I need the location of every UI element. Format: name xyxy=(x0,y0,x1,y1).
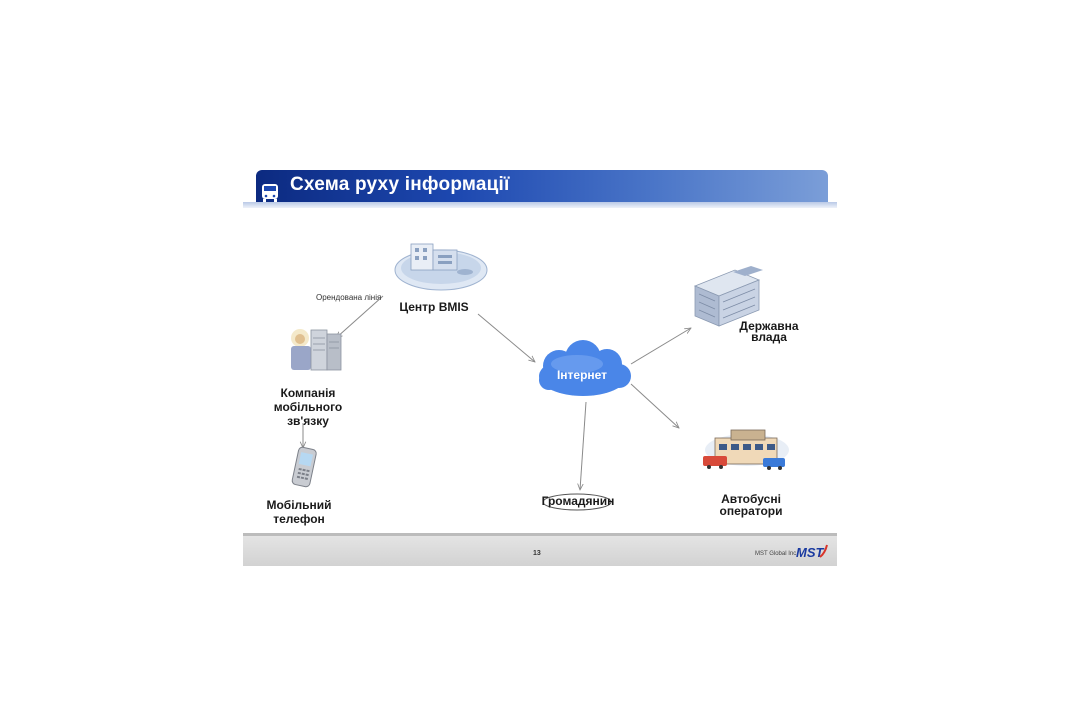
bus-icon xyxy=(262,184,278,202)
internet-label: Інтернет xyxy=(556,368,608,382)
title-underline xyxy=(243,202,837,208)
mst-logo: MST xyxy=(796,545,824,560)
bus-operators-label: Автобусні оператори xyxy=(719,492,783,518)
cloud-icon xyxy=(539,340,631,396)
server-building-icon xyxy=(394,243,488,291)
page-number: 13 xyxy=(533,550,541,557)
logo-swoosh-icon xyxy=(819,544,828,558)
office-worker-icon xyxy=(291,329,342,371)
company-name: MST Global Inc. xyxy=(755,551,798,557)
citizen-ellipse xyxy=(542,493,612,511)
bus-depot-icon xyxy=(703,429,789,470)
arrow-internet-to-citizen xyxy=(580,401,587,490)
citizen-label: Громадянин xyxy=(541,494,615,508)
arrow-internet-to-bus-operators xyxy=(630,383,679,428)
arrow-internet-to-government xyxy=(630,328,691,365)
leased-line-label: Орендована лінія xyxy=(316,293,382,302)
arrow-bmis-to-mobile-company xyxy=(336,295,384,338)
arrow-bmis-to-internet xyxy=(477,313,535,362)
footer xyxy=(243,536,837,566)
government-label: Державна влада xyxy=(739,319,799,344)
title-bar xyxy=(256,170,828,202)
diagram-canvas xyxy=(291,243,789,511)
bmis-center-label: Центр BMIS xyxy=(399,300,469,314)
footer-divider xyxy=(243,533,837,536)
mobile-company-label: Компанія мобільного зв'язку xyxy=(273,386,343,428)
slide-title: Схема руху інформації xyxy=(290,174,510,195)
slide: Схема руху інформації xyxy=(243,160,837,566)
mobile-phone-label: Мобільний телефон xyxy=(266,498,332,526)
office-building-icon xyxy=(693,266,763,327)
mobile-phone-icon xyxy=(291,446,317,488)
